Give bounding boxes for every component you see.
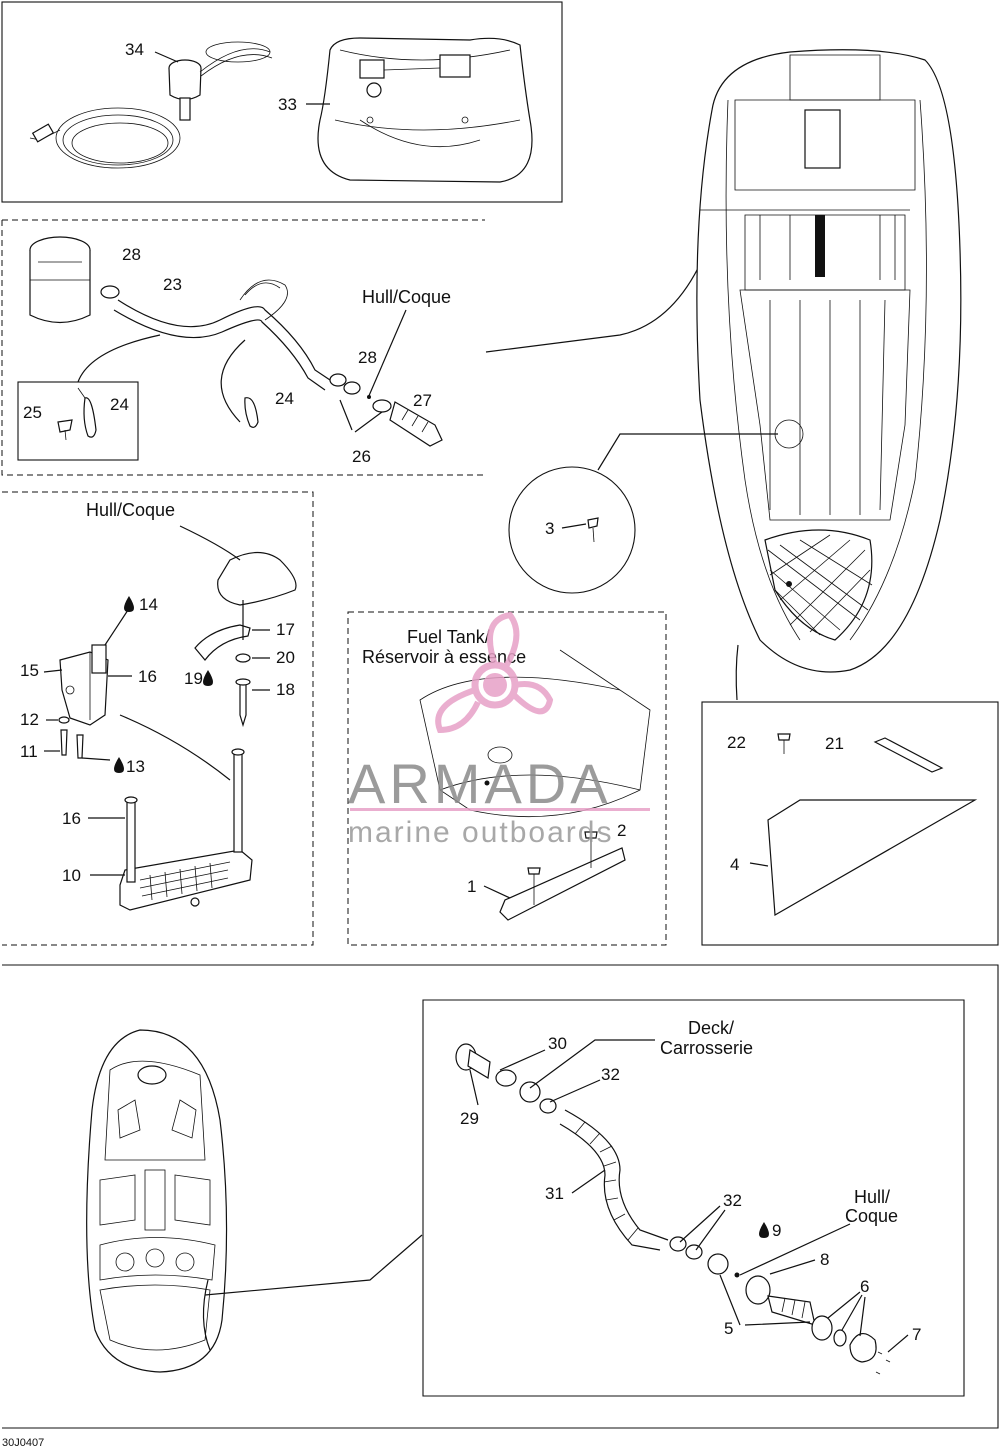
label-fuel-tank: Fuel Tank/ <box>407 627 490 647</box>
callout-23: 23 <box>163 275 182 294</box>
callout-17: 17 <box>276 620 295 639</box>
panel-mounting-bracket: Hull/Coque 14 15 16 12 11 13 16 10 17 20… <box>2 491 314 946</box>
label-carrosserie: Carrosserie <box>660 1038 753 1058</box>
callout-21: 21 <box>825 734 844 753</box>
panel-deck-vent: 30 Deck/ Carrosserie 32 29 31 32 Hull/ C… <box>2 964 999 1429</box>
adhesive-drop-icon <box>203 670 213 686</box>
adhesive-drop-icon <box>124 596 134 612</box>
adhesive-drop-icon <box>114 757 124 773</box>
callout-15: 15 <box>20 661 39 680</box>
callout-31: 31 <box>545 1184 564 1203</box>
callout-13: 13 <box>126 757 145 776</box>
label-hull-coque-upper: Hull/Coque <box>362 287 451 307</box>
callout-24-free: 24 <box>275 389 294 408</box>
callout-18: 18 <box>276 680 295 699</box>
callout-11: 11 <box>20 742 38 761</box>
panel-drain-hose: 28 23 Hull/Coque 28 27 26 24 25 24 <box>1 209 721 476</box>
callout-19: 19 <box>184 669 203 688</box>
callout-27: 27 <box>413 391 432 410</box>
watermark-subtitle: marine outboards <box>348 816 613 849</box>
callout-28-top: 28 <box>122 245 141 264</box>
callout-24-box: 24 <box>110 395 129 414</box>
callout-29: 29 <box>460 1109 479 1128</box>
callout-16-ladder: 16 <box>62 809 81 828</box>
hull-top-view <box>696 49 962 673</box>
callout-33: 33 <box>278 95 297 114</box>
callout-9: 9 <box>772 1221 781 1240</box>
callout-16-bracket: 16 <box>138 667 157 686</box>
propeller-logo-icon <box>435 611 554 734</box>
label-reservoir: Réservoir à essence <box>362 647 526 667</box>
callout-34: 34 <box>125 40 144 59</box>
callout-5: 5 <box>724 1319 733 1338</box>
callout-28-mid: 28 <box>358 348 377 367</box>
callout-14: 14 <box>139 595 158 614</box>
callout-7: 7 <box>912 1325 921 1344</box>
callout-32-bottom: 32 <box>723 1191 742 1210</box>
label-hull-lower: Hull/ <box>854 1187 890 1207</box>
label-coque-lower: Coque <box>845 1206 898 1226</box>
callout-20: 20 <box>276 648 295 667</box>
callout-10: 10 <box>62 866 81 885</box>
armada-watermark: ARMADA marine outboards <box>348 611 650 849</box>
callout-25: 25 <box>23 403 42 422</box>
panel-decal: 22 21 4 <box>701 644 999 946</box>
callout-22: 22 <box>727 733 746 752</box>
callout-8: 8 <box>820 1250 829 1269</box>
panel-bilge-pump: 34 33 <box>1 1 563 203</box>
callout-32-top: 32 <box>601 1065 620 1084</box>
adhesive-drop-icon <box>759 1222 769 1238</box>
callout-2: 2 <box>617 821 626 840</box>
drawing-code: 30J0407 <box>2 1437 44 1449</box>
panel-fuel-tank: Fuel Tank/ Réservoir à essence 2 1 <box>347 611 667 946</box>
detail-circle-screw: 3 <box>508 433 778 594</box>
label-deck: Deck/ <box>688 1018 734 1038</box>
callout-26: 26 <box>352 447 371 466</box>
callout-3: 3 <box>545 519 554 538</box>
callout-1: 1 <box>467 877 476 896</box>
watermark-title: ARMADA <box>348 752 612 815</box>
callout-12: 12 <box>20 710 39 729</box>
callout-4: 4 <box>730 855 739 874</box>
callout-6: 6 <box>860 1277 869 1296</box>
callout-30: 30 <box>548 1034 567 1053</box>
label-hull-coque-left: Hull/Coque <box>86 500 175 520</box>
